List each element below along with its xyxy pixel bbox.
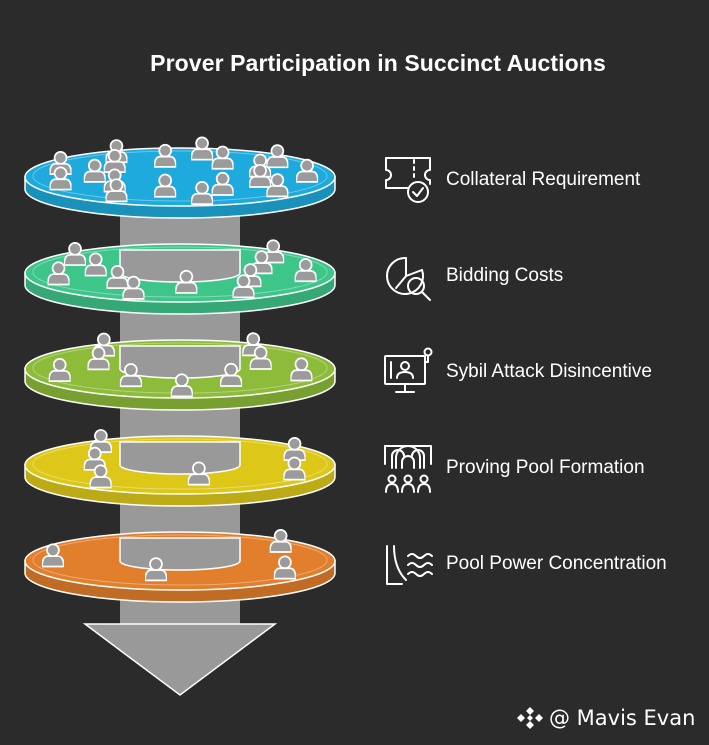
watermark: @ Mavis Evan <box>517 705 695 731</box>
layer-top <box>24 147 336 207</box>
legend-label: Proving Pool Formation <box>446 457 645 478</box>
layer-rim <box>32 438 328 490</box>
shaft-segment <box>119 537 241 571</box>
binance-logo-icon <box>517 707 543 729</box>
funnel-layer <box>24 332 336 411</box>
funnel-layer <box>24 528 336 603</box>
legend-label: Sybil Attack Disincentive <box>446 361 652 382</box>
watermark-text: @ Mavis Evan <box>549 706 696 730</box>
funnel-layer <box>24 239 336 315</box>
legend-sybil-attack-disincentive: Sybil Attack Disincentive <box>382 346 702 398</box>
legend-label: Collateral Requirement <box>446 169 641 190</box>
ticket-check-icon <box>385 157 431 203</box>
funnel-layer <box>24 429 336 507</box>
diagram-title: Prover Participation in Succinct Auction… <box>150 50 606 76</box>
pie-chart-search-icon <box>386 256 431 301</box>
arrow-head <box>82 623 278 696</box>
layer-rim <box>32 246 328 298</box>
waves-icon <box>386 545 433 585</box>
legend-bidding-costs: Bidding Costs <box>382 250 702 302</box>
shaft-segment <box>119 441 241 475</box>
layer-rim <box>32 150 328 202</box>
pool-group-icon <box>384 445 432 493</box>
legend-collateral-requirement: Collateral Requirement <box>382 154 702 206</box>
legend-proving-pool-formation: Proving Pool Formation <box>382 442 702 494</box>
shaft-segment <box>119 345 241 379</box>
layer-rim <box>32 534 328 586</box>
funnel-layer <box>24 136 336 219</box>
legend-pool-power-concentration: Pool Power Concentration <box>382 538 702 590</box>
monitor-user-icon <box>384 347 433 393</box>
legend-label: Pool Power Concentration <box>446 553 667 574</box>
legend-label: Bidding Costs <box>446 265 564 286</box>
